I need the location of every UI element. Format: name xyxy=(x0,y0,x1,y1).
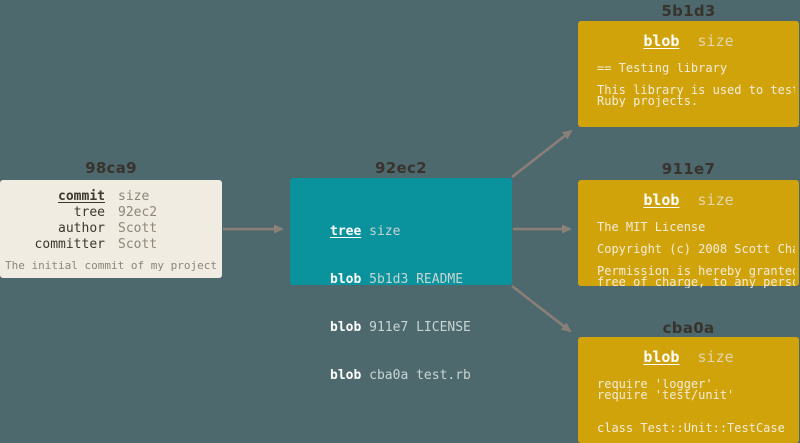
blob1-hash-title: 5b1d3 xyxy=(661,2,716,20)
tree-hash-title: 92ec2 xyxy=(375,159,427,177)
commit-field-value: size xyxy=(118,189,150,204)
tree-entry-type: blob xyxy=(330,320,362,335)
commit-field-label: committer xyxy=(34,237,105,252)
commit-field-value: Scott xyxy=(118,221,158,236)
tree-entry-type: blob xyxy=(330,272,362,287)
tree-entry-detail: cba0a test.rb xyxy=(369,368,471,383)
blob-size-label: size xyxy=(697,191,734,209)
blob3-hash-title: cba0a xyxy=(662,319,715,337)
tree-to-blob1-arrow xyxy=(511,129,573,178)
blob2-header: blob size xyxy=(578,192,799,208)
tree-entries: tree size blob 5b1d3 README blob 911e7 L… xyxy=(290,178,512,416)
tree-entry-row: blob 911e7 LICENSE xyxy=(330,320,512,336)
commit-field-label: tree xyxy=(73,205,105,220)
tree-entry-row: tree size xyxy=(330,224,512,240)
commit-field-value: 92ec2 xyxy=(118,205,158,220)
commit-object-box: commit size tree 92ec2 author Scott comm… xyxy=(0,180,222,278)
blob-size-label: size xyxy=(697,348,734,366)
blob1-content: == Testing library This library is used … xyxy=(597,63,795,107)
tree-entry-type: tree xyxy=(330,224,362,239)
tree-object-box: tree size blob 5b1d3 README blob 911e7 L… xyxy=(290,178,512,383)
commit-field-label: author xyxy=(58,221,105,236)
tree-to-blob3-arrow xyxy=(511,285,572,333)
tree-entry-detail: size xyxy=(369,224,401,239)
tree-entry-row: blob cba0a test.rb xyxy=(330,368,512,384)
blob1-header: blob size xyxy=(578,33,799,49)
blob-size-label: size xyxy=(697,32,734,50)
commit-hash-title: 98ca9 xyxy=(85,159,137,177)
blob3-content: require 'logger' require 'test/unit' cla… xyxy=(597,379,785,434)
tree-entry-detail: 5b1d3 README xyxy=(369,272,464,287)
commit-fields: commit size tree 92ec2 author Scott comm… xyxy=(0,189,222,253)
tree-entry-type: blob xyxy=(330,368,362,383)
blob-type-label: blob xyxy=(643,32,680,50)
commit-field-label: commit xyxy=(58,189,105,204)
commit-field-value: Scott xyxy=(118,237,158,252)
commit-message: The initial commit of my project xyxy=(5,259,217,272)
tree-entry-detail: 911e7 LICENSE xyxy=(369,320,471,335)
blob3-header: blob size xyxy=(578,349,799,365)
blob-type-label: blob xyxy=(643,191,680,209)
blob1-object-box: blob size == Testing library This librar… xyxy=(578,21,799,127)
tree-entry-row: blob 5b1d3 README xyxy=(330,272,512,288)
blob3-object-box: blob size require 'logger' require 'test… xyxy=(578,337,799,443)
blob2-content: The MIT License Copyright (c) 2008 Scott… xyxy=(597,222,795,288)
blob2-object-box: blob size The MIT License Copyright (c) … xyxy=(578,180,799,288)
blob-type-label: blob xyxy=(643,348,680,366)
blob2-hash-title: 911e7 xyxy=(661,160,716,178)
